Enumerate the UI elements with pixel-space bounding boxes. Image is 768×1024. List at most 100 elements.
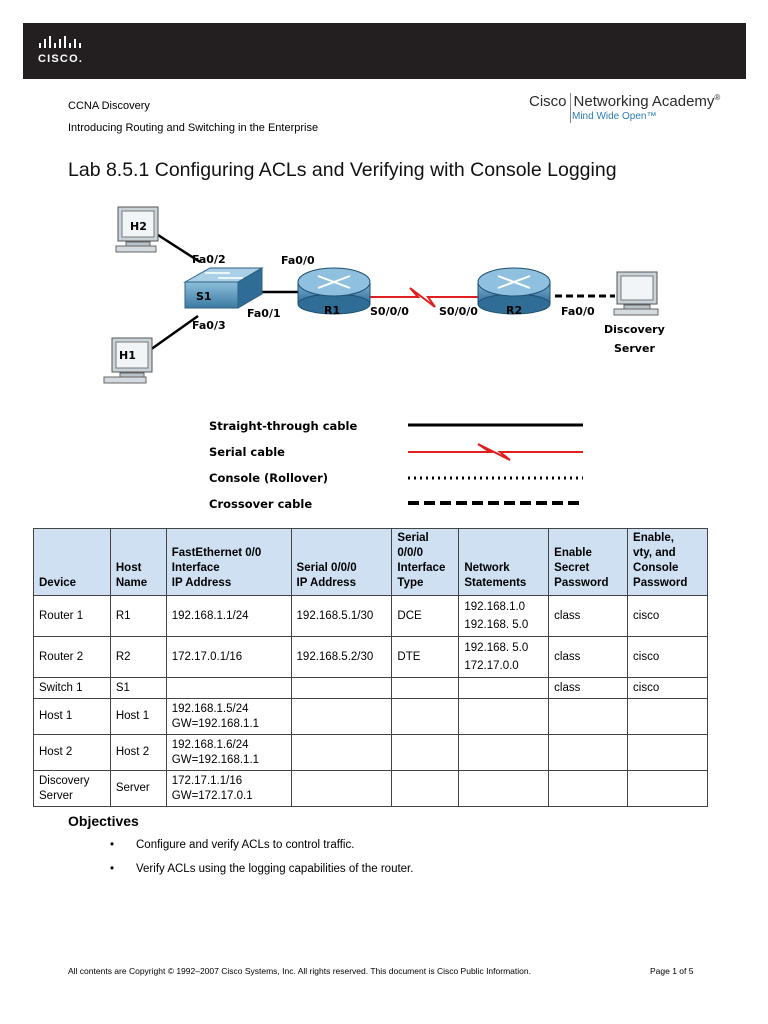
- port-r1-s000: S0/0/0: [370, 305, 409, 318]
- table-row: Router 1 R1 192.168.1.1/24 192.168.5.1/3…: [33, 595, 708, 637]
- cell-serial-type: DCE: [391, 595, 460, 637]
- header-line: Interface: [171, 562, 220, 574]
- cell-line: 192.168.1.1/24: [171, 609, 249, 622]
- serial-cable-r1-r2: [368, 287, 480, 308]
- cell-line: Router 1: [39, 609, 84, 622]
- discovery-server-icon: [613, 271, 659, 316]
- label-server-line2: Server: [614, 342, 655, 355]
- legend-serial-label: Serial cable: [209, 445, 285, 459]
- header-line: Serial: [397, 532, 429, 544]
- pc-h2-icon: [115, 206, 159, 253]
- router-r2-icon: [477, 267, 551, 315]
- list-item: •Configure and verify ACLs to control tr…: [110, 836, 413, 860]
- table-row: Router 2 R2 172.17.0.1/16 192.168.5.2/30…: [33, 636, 708, 678]
- cell-serial-type: [391, 677, 460, 699]
- cell-line: GW=192.168.1.1: [171, 717, 260, 730]
- cell-secret: [548, 770, 629, 807]
- objective-text: Verify ACLs using the logging capabiliti…: [136, 863, 414, 875]
- cell-line: 192.168.1.0: [464, 601, 526, 613]
- port-r1-fa00: Fa0/0: [281, 254, 315, 267]
- academy-name-part1: Cisco: [529, 93, 567, 110]
- cable-h1-s1: [149, 314, 199, 352]
- cell-host: Server: [109, 770, 167, 807]
- port-s1-fa01: Fa0/1: [247, 307, 281, 320]
- page-title: Lab 8.5.1 Configuring ACLs and Verifying…: [68, 159, 617, 181]
- cable-legend: Straight-through cable Serial cable Cons…: [209, 419, 583, 511]
- academy-separator: [569, 93, 571, 123]
- label-server-line1: Discovery: [604, 323, 665, 336]
- cell-serial-type: [391, 770, 460, 807]
- port-s1-fa02: Fa0/2: [192, 253, 226, 266]
- cisco-bridge-icon: [39, 36, 81, 48]
- registered-mark: ®: [714, 93, 721, 102]
- objectives-heading: Objectives: [68, 813, 139, 829]
- cell-device: Host 1: [33, 698, 111, 735]
- header-line: Device: [39, 577, 77, 589]
- cell-fa-ip: 192.168.1.1/24: [165, 595, 292, 637]
- cell-device: Router 1: [33, 595, 111, 637]
- cell-password: [627, 698, 708, 735]
- cell-host: R2: [109, 636, 167, 678]
- port-r2-fa00: Fa0/0: [561, 305, 595, 318]
- cell-serial-ip: [290, 677, 393, 699]
- label-h2: H2: [130, 220, 147, 233]
- course-subtitle: Introducing Routing and Switching in the…: [68, 122, 319, 134]
- cell-serial-type: [391, 698, 460, 735]
- cell-serial-type: [391, 734, 460, 771]
- cell-secret: [548, 698, 629, 735]
- cell-line: 192.168. 5.0: [464, 642, 529, 654]
- network-topology-diagram: H2 H1 S1 R1 R2 Discovery Server: [103, 206, 665, 511]
- cell-line: Host 1: [39, 710, 73, 722]
- label-r1: R1: [324, 304, 340, 317]
- header-line: Interface: [397, 562, 446, 574]
- header-line: FastEthernet 0/0: [171, 547, 262, 559]
- header-line: Network: [464, 562, 510, 574]
- objective-text: Configure and verify ACLs to control tra…: [136, 839, 355, 851]
- header-line: Enable: [554, 547, 592, 559]
- cell-password: cisco: [627, 595, 708, 637]
- legend-crossover-label: Crossover cable: [209, 497, 312, 511]
- header-line: Host: [115, 562, 142, 574]
- label-h1: H1: [119, 349, 136, 362]
- header-line: IP Address: [171, 577, 232, 589]
- cisco-wordmark: CISCO.: [38, 53, 84, 65]
- top-brand-bar: CISCO.: [23, 23, 746, 79]
- header-line: IP Address: [296, 577, 356, 589]
- header-line: Serial 0/0/0: [296, 562, 357, 574]
- header-line: 0/0/0: [397, 547, 423, 559]
- cell-line: GW=192.168.1.1: [171, 753, 260, 766]
- header-line: Name: [115, 577, 148, 589]
- cell-host: S1: [109, 677, 167, 699]
- cell-host: Host 2: [109, 734, 167, 771]
- switch-s1-icon: [183, 267, 264, 309]
- label-s1: S1: [196, 290, 212, 303]
- cell-line: Host 2: [39, 746, 73, 758]
- cable-h2-s1: [157, 233, 201, 264]
- cell-line: GW=172.17.0.1: [171, 789, 253, 802]
- cell-serial-type: DTE: [391, 636, 460, 678]
- footer-copyright: All contents are Copyright © 1992–2007 C…: [68, 966, 531, 976]
- cell-line: Switch 1: [39, 681, 83, 694]
- legend-straight-label: Straight-through cable: [209, 419, 357, 433]
- header-line: Console: [633, 562, 679, 574]
- cell-line: 192.168.1.6/24: [171, 738, 249, 751]
- header-line: Statements: [464, 577, 527, 589]
- legend-serial-line: [408, 443, 583, 461]
- port-s1-fa03: Fa0/3: [192, 319, 226, 332]
- cell-network: [458, 734, 550, 771]
- header-line: vty, and: [633, 547, 676, 559]
